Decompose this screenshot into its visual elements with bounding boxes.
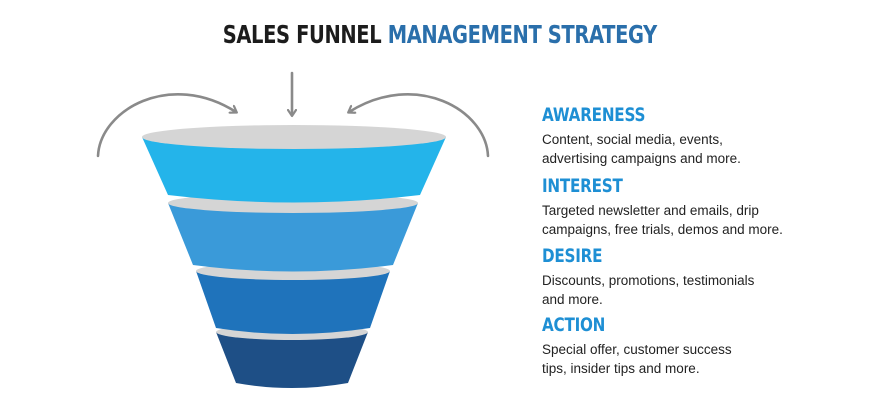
stage-desire: DESIRE Discounts, promotions, testimonia… bbox=[542, 245, 862, 309]
arrow-curved-left-icon bbox=[96, 93, 236, 158]
stage-heading: AWARENESS bbox=[542, 104, 646, 126]
page-title: SALES FUNNEL MANAGEMENT STRATEGY bbox=[99, 20, 782, 49]
stage-heading: INTEREST bbox=[542, 175, 623, 197]
stage-interest: INTEREST Targeted newsletter and emails,… bbox=[542, 175, 862, 239]
title-part-1: SALES FUNNEL bbox=[222, 20, 382, 49]
stage-description: Targeted newsletter and emails, drip cam… bbox=[542, 203, 783, 237]
stage-description: Content, social media, events, advertisi… bbox=[542, 132, 741, 166]
stage-action: ACTION Special offer, customer success t… bbox=[542, 314, 862, 378]
stage-heading: ACTION bbox=[542, 314, 606, 336]
arrow-curved-right-icon bbox=[349, 93, 490, 158]
stage-description: Special offer, customer success tips, in… bbox=[542, 342, 732, 376]
funnel-layer-interest bbox=[168, 193, 418, 272]
stage-awareness: AWARENESS Content, social media, events,… bbox=[542, 104, 862, 168]
stage-heading: DESIRE bbox=[542, 245, 603, 267]
funnel-layer-desire bbox=[196, 262, 390, 334]
funnel-layer-awareness bbox=[142, 125, 446, 203]
stage-description: Discounts, promotions, testimonials and … bbox=[542, 273, 755, 307]
title-part-2: MANAGEMENT STRATEGY bbox=[387, 20, 658, 49]
